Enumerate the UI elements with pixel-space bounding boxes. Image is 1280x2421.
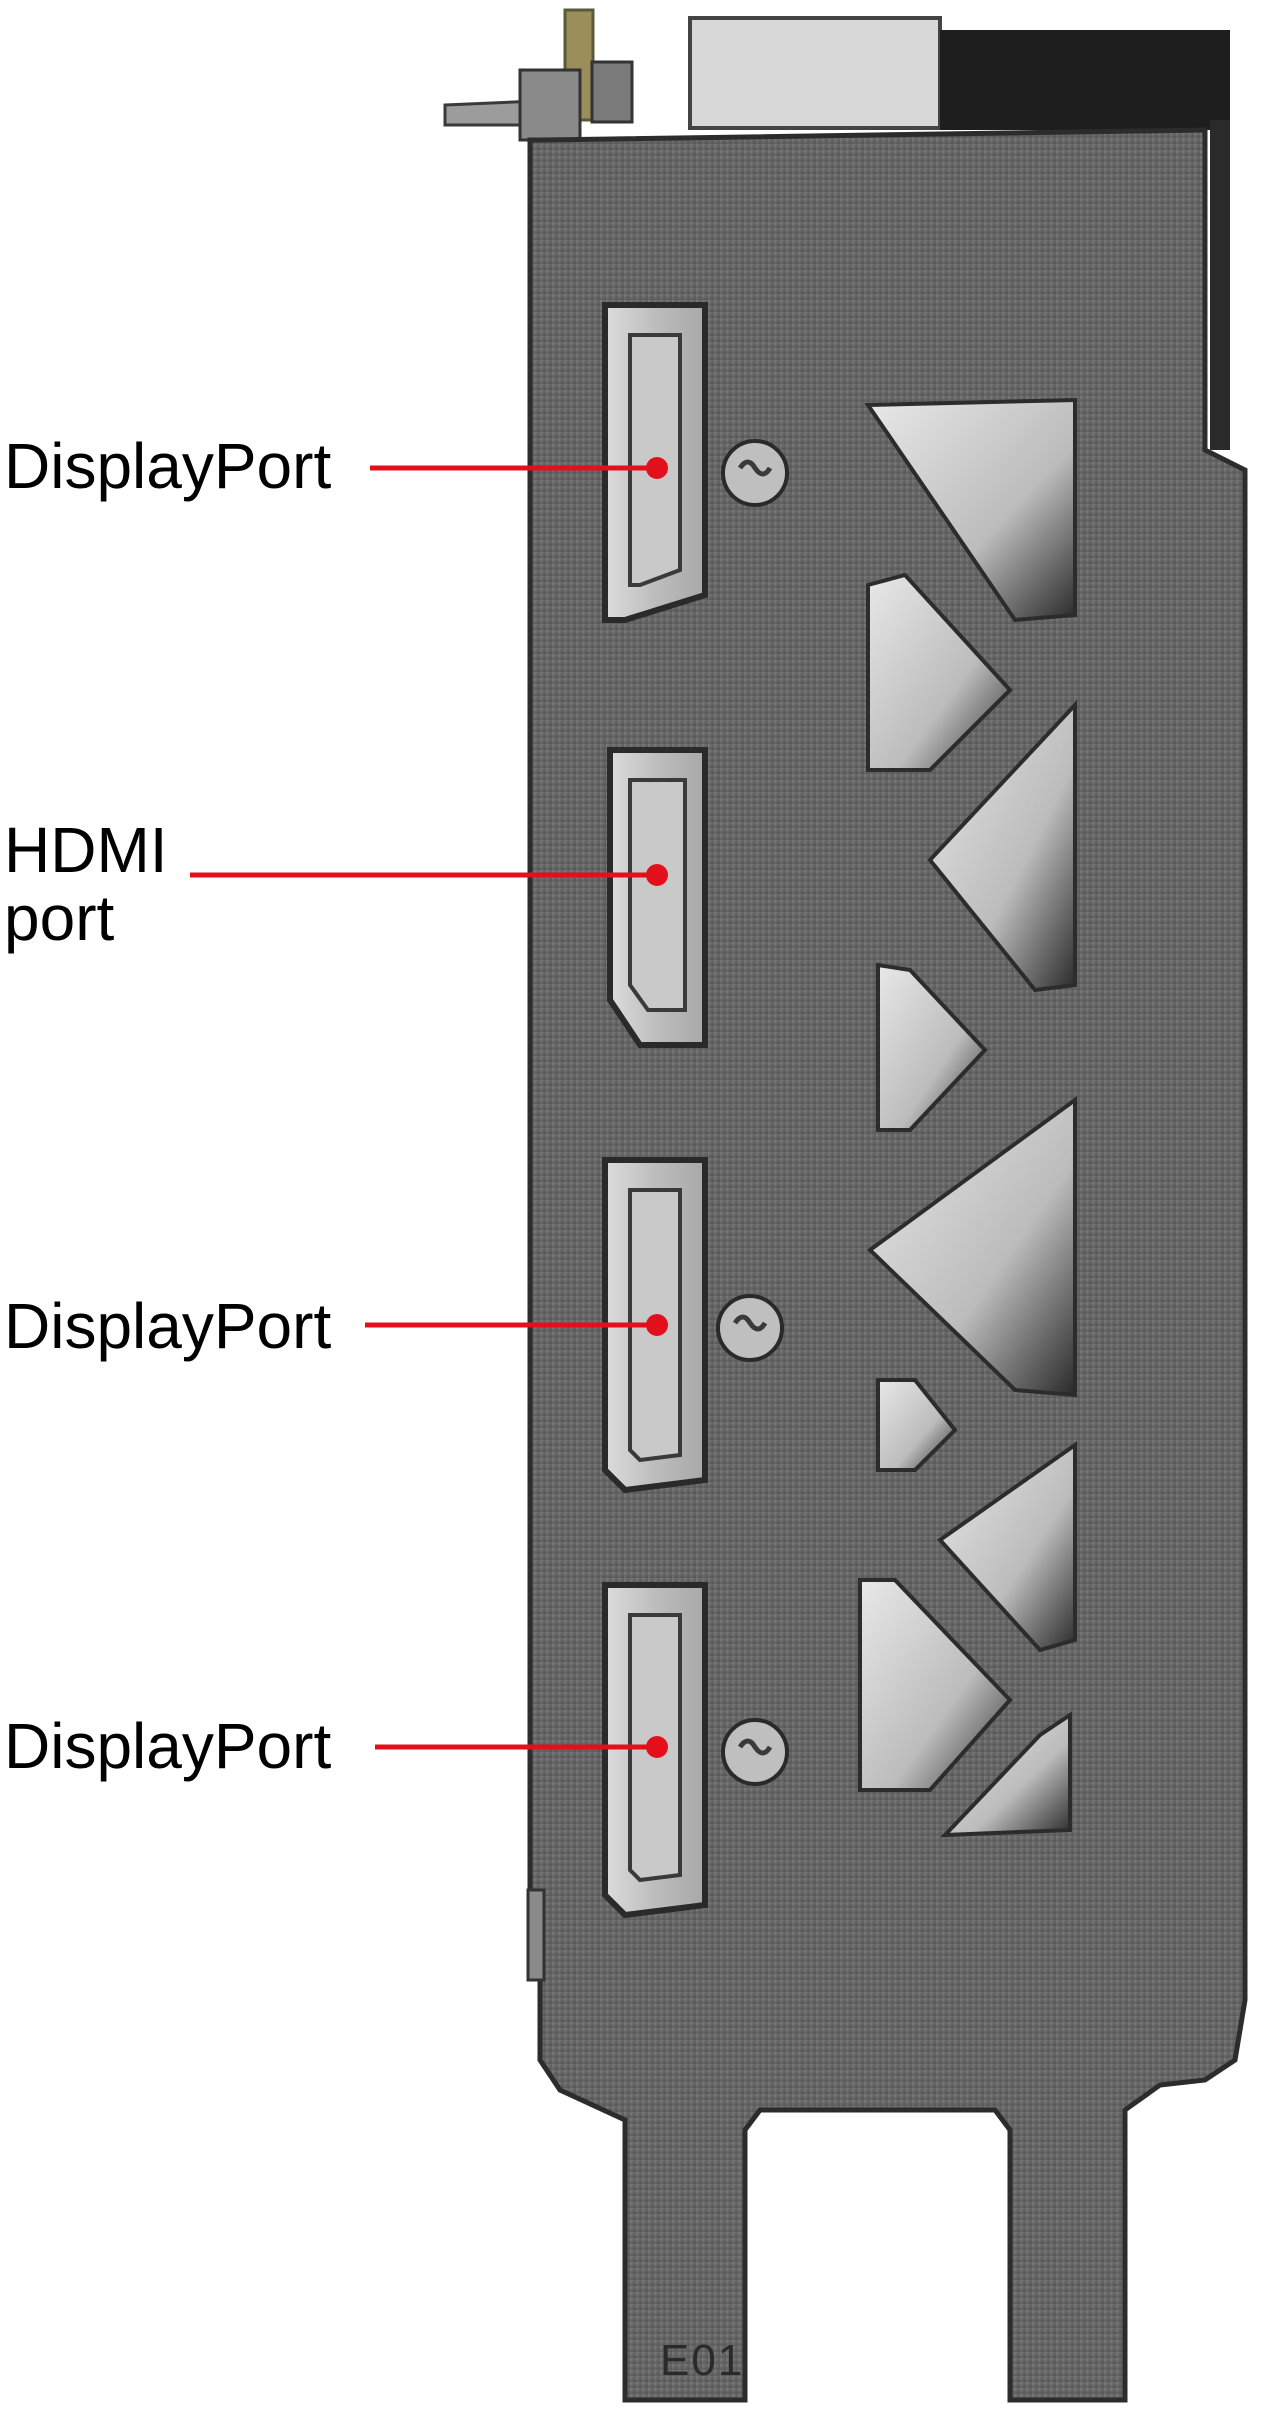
pointer-dot-port3 bbox=[646, 1314, 668, 1336]
pointer-dot-port4 bbox=[646, 1736, 668, 1758]
card-edge-components bbox=[443, 8, 1230, 450]
pointer-dot-port2 bbox=[646, 864, 668, 886]
screw-icon bbox=[716, 1294, 784, 1362]
label-displayport-1: DisplayPort bbox=[4, 430, 332, 502]
screws bbox=[716, 439, 789, 1786]
vent-cutouts bbox=[858, 397, 1077, 1838]
bracket-side-tab bbox=[526, 1888, 546, 1982]
screw-icon bbox=[721, 439, 789, 507]
screw-icon bbox=[721, 1718, 789, 1786]
label-hdmi-port: HDMI port bbox=[4, 814, 168, 954]
pointer-dot-port1 bbox=[646, 457, 668, 479]
label-displayport-2: DisplayPort bbox=[4, 1290, 332, 1362]
pointer-lines bbox=[190, 457, 668, 1758]
label-displayport-3: DisplayPort bbox=[4, 1710, 332, 1782]
bracket-marking: E01 bbox=[660, 2336, 745, 2385]
hdmi-connector bbox=[607, 747, 708, 1048]
